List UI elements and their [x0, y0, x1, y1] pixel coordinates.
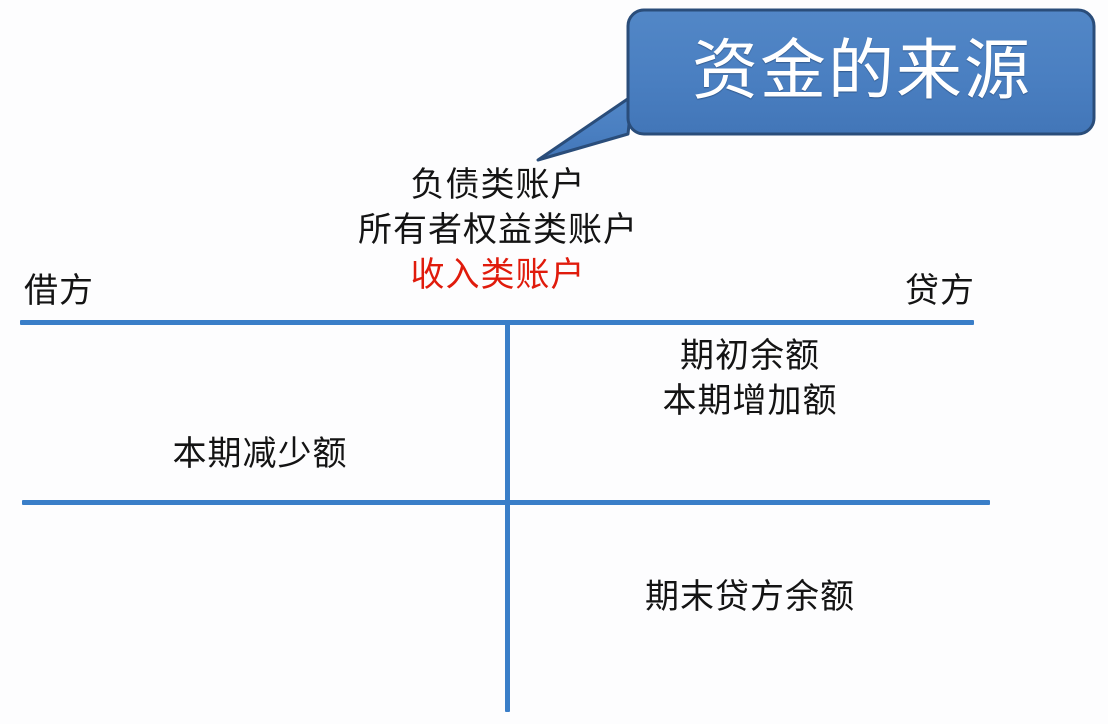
credit-side-label: 贷方	[905, 271, 975, 311]
t-account-vertical-rule	[505, 320, 510, 712]
callout-body	[626, 8, 1096, 136]
account-type-liability: 负债类账户	[410, 165, 586, 205]
debit-side-label: 借方	[24, 271, 94, 311]
account-type-owners-equity: 所有者权益类账户	[358, 210, 638, 251]
credit-period-increase: 本期增加额	[662, 380, 838, 421]
credit-opening-balance: 期初余额	[680, 336, 820, 376]
callout-bubble-shape	[536, 8, 1096, 162]
debit-period-decrease: 本期减少额	[172, 434, 348, 474]
callout-text: 资金的来源	[692, 32, 1032, 109]
credit-lower-entries: 期末贷方余额	[510, 575, 990, 620]
credit-closing-balance: 期末贷方余额	[645, 577, 855, 617]
callout-tail	[536, 94, 634, 162]
credit-upper-entries: 期初余额 本期增加额	[510, 334, 990, 424]
callout-bubble: 资金的来源	[536, 8, 1096, 162]
account-title-group: 负债类账户 所有者权益类账户 收入类账户	[0, 163, 996, 299]
debit-upper-entries: 本期减少额	[20, 432, 500, 477]
account-type-revenue: 收入类账户	[410, 255, 586, 296]
t-account-top-rule	[20, 320, 974, 325]
